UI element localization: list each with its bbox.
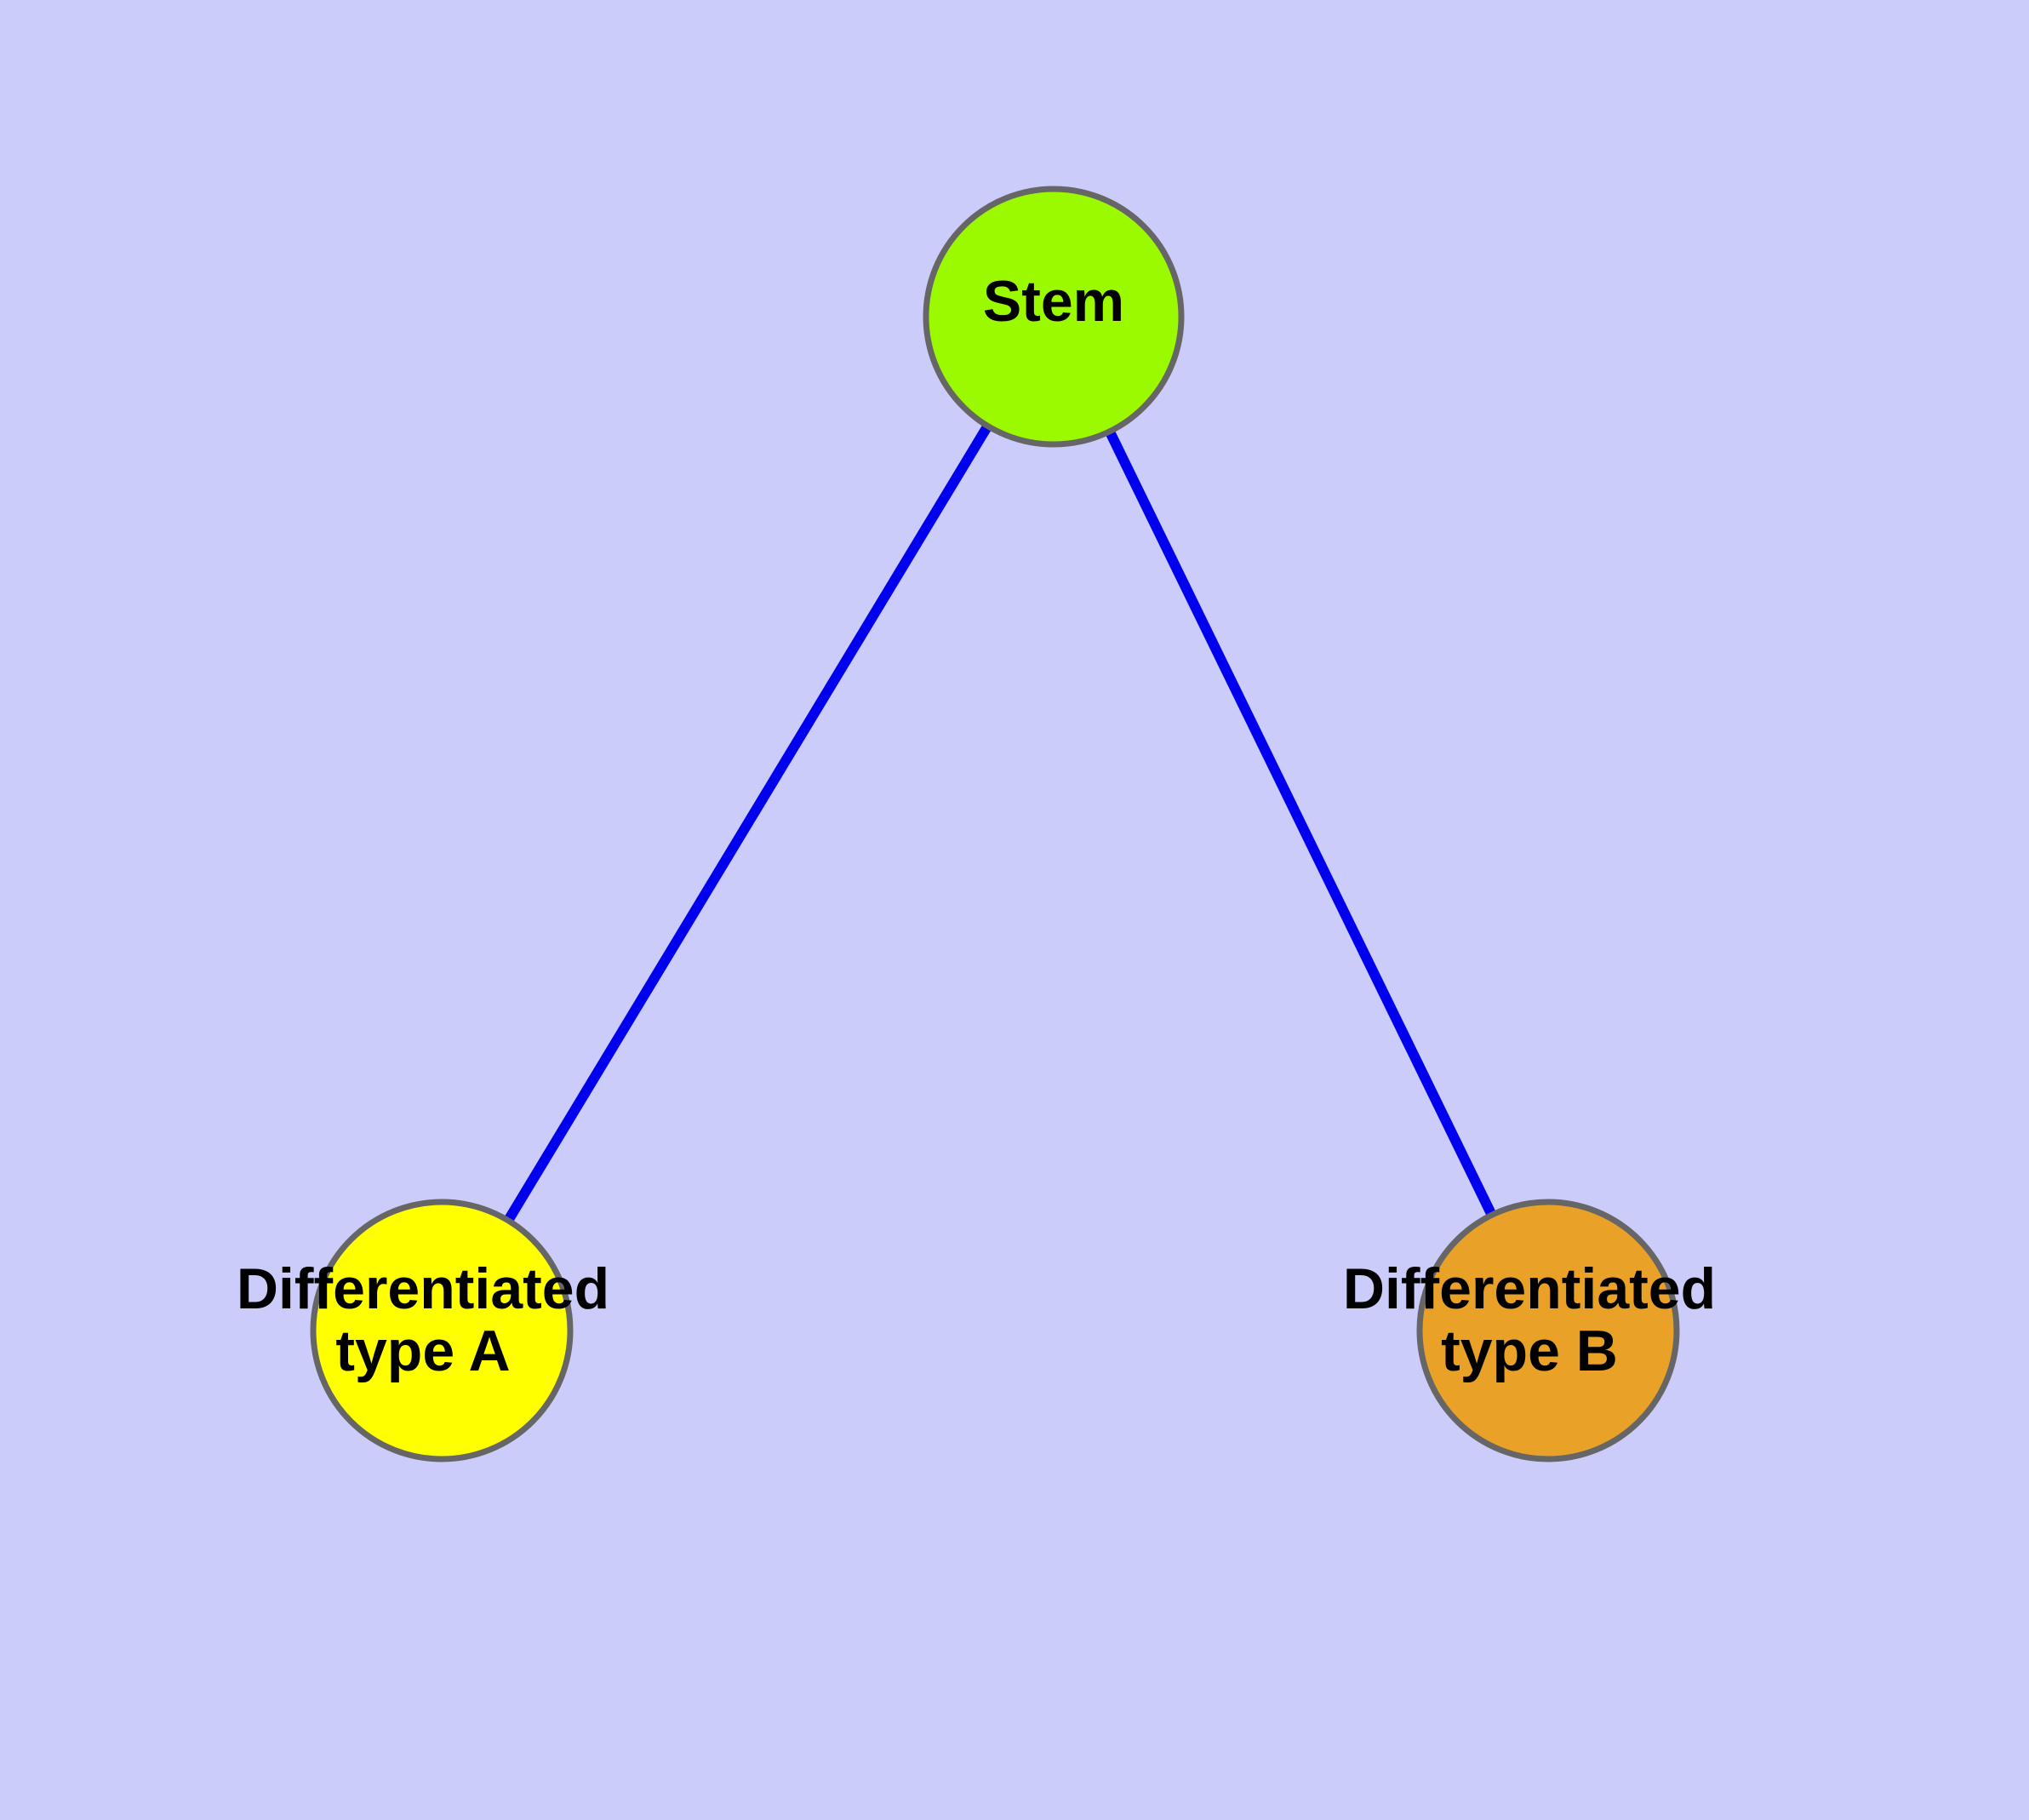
edges-layer xyxy=(437,313,1553,1334)
edge-stem-to-differentiated-type-b xyxy=(1049,314,1553,1333)
edge-stem-to-differentiated-type-a xyxy=(437,313,1059,1334)
nodes-layer xyxy=(310,186,1680,1462)
node-circle-differentiated-type-a[interactable] xyxy=(310,1199,574,1462)
node-circle-differentiated-type-b[interactable] xyxy=(1416,1199,1680,1462)
node-circle-stem[interactable] xyxy=(923,186,1185,448)
